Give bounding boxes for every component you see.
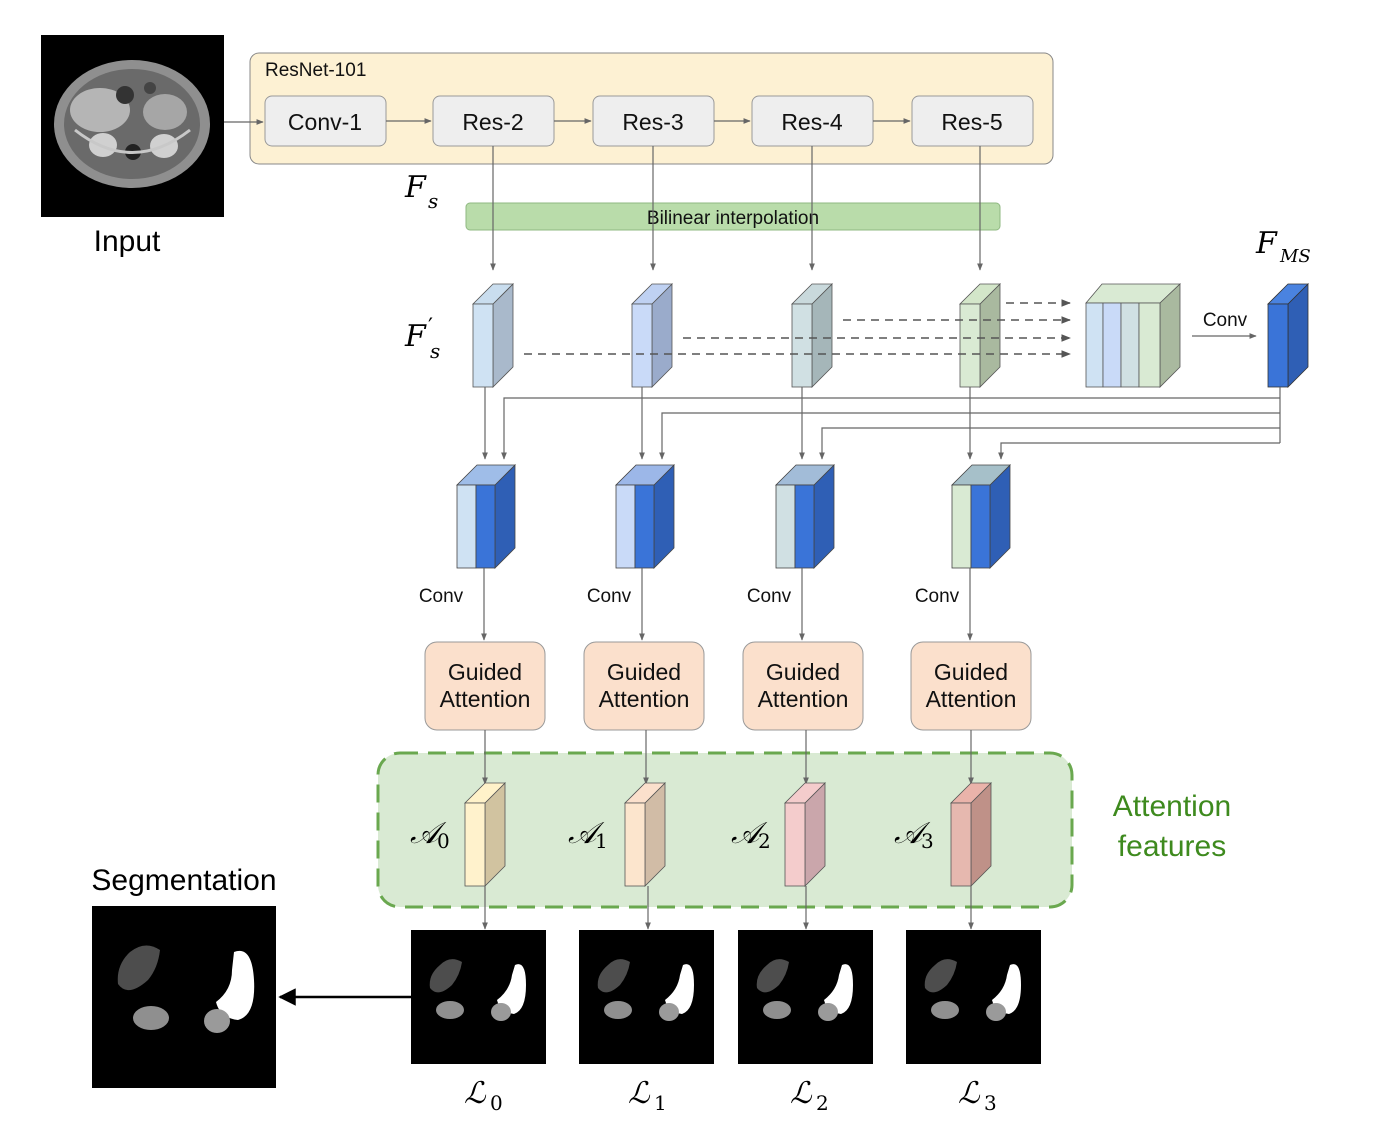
svg-text:Guided: Guided [607, 659, 681, 685]
combined-feature-2 [775, 464, 835, 569]
fs-prime-symbol: F ′ s [404, 315, 440, 363]
attention-symbol-1: 𝒜 1 [568, 816, 608, 853]
attention-features-region [376, 751, 1074, 909]
block-res3: Res-3 [592, 95, 715, 147]
output-map-1 [579, 930, 714, 1064]
svg-text:2: 2 [816, 1091, 829, 1115]
svg-text:Attention: Attention [599, 686, 690, 712]
svg-text:Res-3: Res-3 [622, 109, 683, 135]
conv-label-1: Conv [587, 586, 632, 607]
svg-text:1: 1 [654, 1091, 667, 1115]
fs-prime-feature-0 [472, 283, 514, 388]
svg-text:features: features [1118, 830, 1226, 863]
guided-attention-1: Guided Attention [583, 641, 705, 731]
conv-label-3: Conv [915, 586, 960, 607]
attention-features-label: Attention features [1113, 790, 1231, 863]
svg-text:s: s [430, 339, 440, 363]
svg-text:MS: MS [1279, 246, 1311, 267]
segmentation-caption: Segmentation [91, 864, 276, 897]
svg-text:1: 1 [595, 829, 608, 853]
block-conv1: Conv-1 [264, 95, 387, 147]
svg-text:Res-5: Res-5 [941, 109, 1002, 135]
conv-label-fms: Conv [1203, 310, 1248, 331]
attention-feature-1 [624, 782, 666, 887]
fs-prime-feature-1 [631, 283, 673, 388]
svg-text:Attention: Attention [758, 686, 849, 712]
input-caption: Input [94, 225, 161, 258]
concatenated-stack [1085, 283, 1182, 388]
block-res5: Res-5 [911, 95, 1034, 147]
output-symbol-1: ℒ 1 [628, 1076, 667, 1115]
attention-symbol-2: 𝒜 2 [731, 816, 771, 853]
guided-attention-2: Guided Attention [742, 641, 864, 731]
fms-symbol: F MS [1255, 226, 1311, 267]
output-map-2 [738, 930, 873, 1064]
svg-text:Guided: Guided [766, 659, 840, 685]
attention-symbol-3: 𝒜 3 [894, 816, 934, 853]
segmentation-image [92, 906, 276, 1088]
attention-arrows [482, 730, 974, 785]
svg-text:F: F [404, 319, 427, 354]
output-symbol-2: ℒ 2 [790, 1076, 829, 1115]
bilinear-label: Bilinear interpolation [647, 208, 819, 229]
svg-text:F: F [1255, 226, 1278, 261]
svg-text:Conv-1: Conv-1 [288, 109, 362, 135]
fs-prime-feature-2 [791, 283, 833, 388]
fs-symbol: F s [404, 170, 438, 213]
output-map-3 [906, 930, 1041, 1064]
attention-feature-3 [950, 782, 992, 887]
svg-text:Guided: Guided [448, 659, 522, 685]
svg-text:Res-4: Res-4 [781, 109, 843, 135]
attention-feature-0 [464, 782, 506, 887]
svg-text:ℒ: ℒ [958, 1076, 981, 1111]
backbone-to-fsprime-connectors [490, 146, 983, 271]
resnet-title: ResNet-101 [265, 60, 366, 81]
fs-prime-feature-3 [959, 283, 1001, 388]
bilinear-interpolation-bar [465, 202, 1001, 231]
svg-text:2: 2 [758, 829, 771, 853]
combined-to-attention-arrows [481, 568, 973, 641]
attention-feature-2 [784, 782, 826, 887]
svg-text:F: F [404, 170, 427, 205]
svg-text:3: 3 [984, 1091, 997, 1115]
output-symbol-0: ℒ 0 [464, 1076, 503, 1115]
svg-text:ℒ: ℒ [464, 1076, 487, 1111]
conv-label-0: Conv [419, 586, 464, 607]
combined-feature-0 [456, 464, 516, 569]
block-res2: Res-2 [432, 95, 555, 147]
conv-label-2: Conv [747, 586, 792, 607]
fms-feature [1267, 283, 1309, 388]
output-symbol-3: ℒ 3 [958, 1076, 997, 1115]
svg-text:Guided: Guided [934, 659, 1008, 685]
svg-text:′: ′ [428, 315, 433, 340]
svg-text:Attention: Attention [926, 686, 1017, 712]
input-image [41, 35, 224, 217]
concat-dashed-arrows [524, 299, 1071, 358]
svg-text:Res-2: Res-2 [462, 109, 523, 135]
guided-attention-0: Guided Attention [424, 641, 546, 731]
svg-text:Attention: Attention [1113, 790, 1231, 823]
fms-distribution-lines [482, 387, 1281, 460]
svg-text:ℒ: ℒ [628, 1076, 651, 1111]
combined-feature-1 [615, 464, 675, 569]
guided-attention-3: Guided Attention [910, 641, 1032, 731]
block-res4: Res-4 [751, 95, 874, 147]
output-map-0 [411, 930, 546, 1064]
svg-text:s: s [428, 189, 438, 213]
svg-text:ℒ: ℒ [790, 1076, 813, 1111]
svg-text:0: 0 [490, 1091, 503, 1115]
feature-to-output-arrows [482, 886, 974, 930]
svg-text:Attention: Attention [440, 686, 531, 712]
svg-text:3: 3 [921, 829, 934, 853]
combined-feature-3 [951, 464, 1011, 569]
svg-text:0: 0 [437, 829, 450, 853]
